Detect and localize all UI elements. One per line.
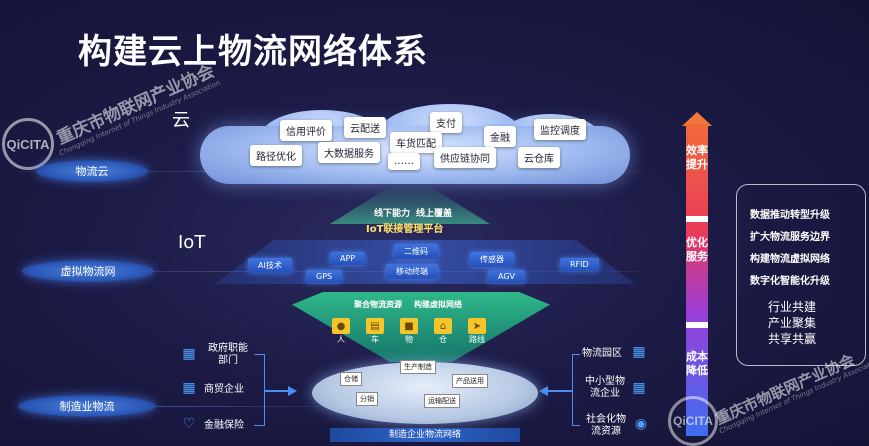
benefits-box [736,184,866,366]
cloud-tag: …… [388,153,420,170]
resource-vehicle: ▤ 车 [366,318,390,345]
benefit-item: 构建物流虚拟网络 [750,254,830,265]
tile-rfid: RFID [560,258,599,271]
build-virtual-network: 构建虚拟网络 [414,300,462,309]
tile-ai: AI技术 [248,258,292,273]
arrow-divider [686,322,708,328]
right-arrow-line [548,390,572,392]
iot-label: IoT [178,232,206,253]
right-arrow-icon [288,386,297,396]
layer-logistics-cloud: 物流云 [36,160,148,182]
up-arrow-icon [682,112,712,126]
tile-sensor: 传感器 [470,252,514,267]
disc-tag-transport: 运输配送 [424,394,460,408]
cloud-tag: 供应链协同 [434,147,496,168]
arrow-text-service: 优化服务 [686,236,708,263]
company-icon: ▦ [632,380,646,396]
manufacturing-network-label: 制造企业物流网络 [330,428,520,442]
right-bracket-tick [572,425,580,426]
arrow-text-efficiency: 效率提升 [686,144,708,171]
aggregate-resources: 聚合物流资源 [354,300,402,309]
box-icon: ■ [400,318,418,334]
route-icon: ➤ [468,318,486,334]
tile-agv: AGV [488,270,526,283]
row-logistics-park: 物流园区 [582,348,622,359]
association-logo: QiCITA [668,396,718,446]
resource-warehouse: ⌂ 仓 [434,318,458,345]
disc-tag-product: 产品送用 [452,374,488,388]
right-bracket [572,354,573,426]
benefit-item: 扩大物流服务边界 [750,232,830,243]
benefit-item: 数字化智能化升级 [750,276,830,287]
tile-app: APP [330,252,366,265]
page-title: 构建云上物流网络体系 [78,32,428,72]
layer-manufacturing: 制造业物流 [18,395,156,417]
cloud-tag: 支付 [430,112,462,133]
cloud-tag: 车货匹配 [390,132,442,153]
benefit-item: 产业聚集 [768,316,817,330]
lane-line-manufacturing [20,406,320,407]
cloud-tag: 路径优化 [250,145,302,166]
online-coverage: 线上覆盖 [416,209,453,219]
benefit-item: 数据推动转型升级 [750,210,830,221]
row-government: 政府职能部门 [208,343,248,366]
cloud-tag: 云配送 [344,117,386,138]
resource-goods: ■ 物 [400,318,424,345]
offline-capability: 线下能力 [374,209,411,219]
cloud-tag: 信用评价 [280,120,332,141]
cloud-label: 云 [172,110,190,131]
person-icon: ● [332,318,350,334]
association-logo: QiCITA [2,118,54,170]
arrow-text-cost: 成本降低 [686,350,708,377]
tile-qrcode: 二维码 [394,244,438,259]
building-icon: ▦ [182,380,196,396]
cloud-tag: 大数据服务 [318,142,380,163]
park-icon: ▦ [632,344,646,360]
disc-tag-production: 生产制造 [400,360,436,374]
left-bracket-tick [254,425,264,426]
value-arrow [686,124,708,436]
cloud-tag: 金融 [484,126,516,147]
disc-tag-storage: 仓储 [340,372,362,386]
row-trade: 商贸企业 [204,384,244,395]
row-sme-logistics: 中小型物流企业 [585,376,625,399]
iot-platform-title: IoT联接管理平台 [366,224,444,235]
resource-person: ● 人 [332,318,356,345]
tile-mobile: 移动终端 [386,264,438,279]
warehouse-icon: ⌂ [434,318,452,334]
right-bracket-tick [572,354,580,355]
row-social-resources: 社会化物流资源 [586,414,626,437]
government-icon: ▦ [182,346,196,362]
truck-icon: ▤ [366,318,384,334]
left-arrow-icon [539,386,548,396]
tile-gps: GPS [306,270,343,283]
resource-route: ➤ 路线 [468,318,492,345]
row-finance: 金融保险 [204,420,244,431]
left-arrow-line [264,390,288,392]
layer-virtual-network: 虚拟物流网 [22,260,154,282]
cloud-tag: 云仓库 [518,147,560,168]
handshake-icon: ♡ [182,416,196,432]
disc-tag-distribution: 分销 [356,392,378,406]
benefit-item: 行业共建 [768,300,817,314]
left-bracket-tick [254,354,264,355]
benefit-item: 共享共赢 [768,332,817,346]
globe-icon: ◉ [634,416,648,432]
arrow-divider [686,216,708,222]
cloud-tag: 监控调度 [534,119,586,140]
